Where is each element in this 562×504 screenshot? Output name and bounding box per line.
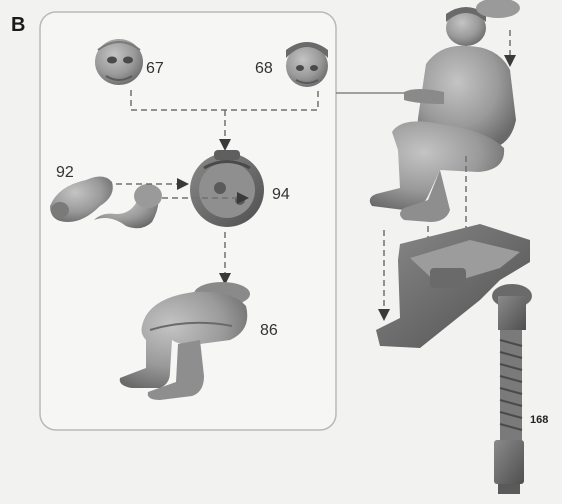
part-number-torso: 94 bbox=[272, 186, 290, 204]
part-number-legs: 86 bbox=[260, 322, 278, 340]
part-number-head-b: 68 bbox=[255, 60, 273, 78]
head-67-part bbox=[95, 39, 143, 85]
page-number: 168 bbox=[530, 414, 548, 426]
part-number-head-a: 67 bbox=[146, 60, 164, 78]
head-68-part bbox=[286, 42, 328, 87]
part-number-arms: 92 bbox=[56, 164, 74, 182]
step-label: B bbox=[11, 14, 25, 37]
